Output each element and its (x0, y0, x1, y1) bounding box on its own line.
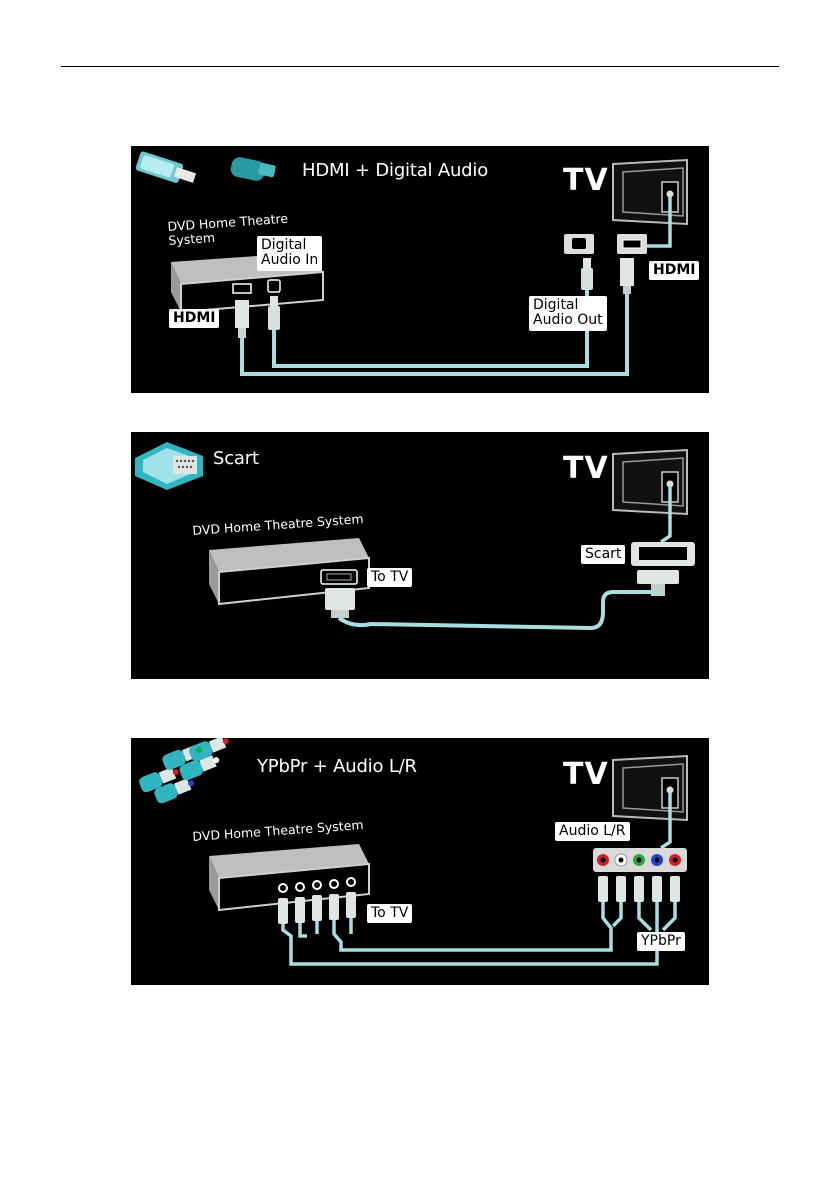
hdmi-diagram (135, 151, 688, 376)
scart-plug-icon (135, 442, 203, 490)
rca-plugs-icon (139, 738, 229, 804)
tv-icon (612, 158, 688, 226)
dvd-box (209, 844, 370, 912)
header-rule (61, 66, 779, 67)
scart-tag: Scart (581, 545, 626, 565)
panel-hdmi-digital-audio: HDMI + Digital Audio TV DVD Home Theatre… (131, 146, 709, 393)
to-tv-tag: To TV (367, 904, 413, 924)
tv-label: TV (563, 163, 609, 198)
tv-label: TV (563, 757, 609, 792)
panel-ypbpr-audio: YPbPr + Audio L/R TV DVD Home Theatre Sy… (131, 738, 709, 985)
ypbpr-tag: YPbPr (637, 932, 685, 952)
hdmi-right-tag: HDMI (649, 261, 700, 281)
to-tv-tag: To TV (367, 568, 413, 588)
scart-diagram (135, 442, 695, 631)
optical-plug-icon (230, 157, 276, 181)
panel-scart: Scart TV DVD Home Theatre System To TV S… (131, 432, 709, 679)
ypbpr-diagram (139, 738, 688, 966)
hdmi-left-tag: HDMI (169, 309, 220, 329)
audio-lr-tag: Audio L/R (555, 822, 630, 842)
hdmi-plug-icon (135, 151, 197, 183)
panel-title: Scart (213, 448, 259, 469)
tv-icon (612, 754, 688, 822)
panel-title: HDMI + Digital Audio (302, 160, 489, 181)
tv-icon (612, 448, 688, 516)
panel-title: YPbPr + Audio L/R (257, 756, 417, 777)
tv-label: TV (563, 451, 609, 486)
